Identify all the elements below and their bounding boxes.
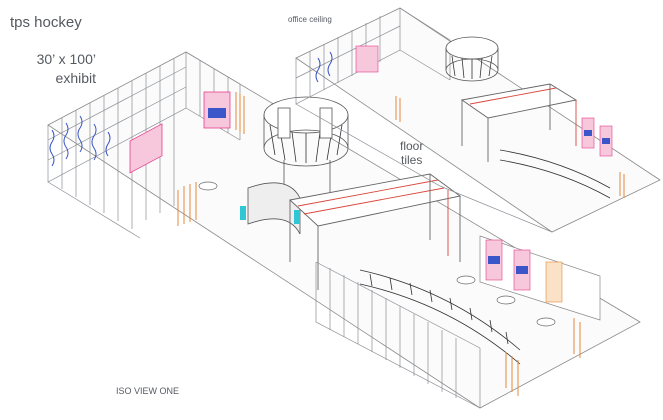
cylinder-tower xyxy=(263,96,349,198)
main-booth xyxy=(47,51,641,409)
pink-display-wall xyxy=(129,91,231,174)
floor-line-1: floor xyxy=(400,139,424,153)
secondary-curved-wall xyxy=(499,149,611,199)
size-line-2: exhibit xyxy=(55,70,96,86)
office-ceiling-label: office ceiling xyxy=(288,15,332,24)
floor-line-2: tiles xyxy=(401,153,423,167)
front-wall-grid xyxy=(315,261,481,409)
exhibit-brand-title: tps hockey xyxy=(10,14,82,31)
secondary-booth xyxy=(295,7,661,233)
orange-panels-front xyxy=(505,318,581,396)
secondary-gantry xyxy=(460,83,578,162)
secondary-blue-panels xyxy=(315,51,333,83)
floor-tiles-label: floor tiles xyxy=(400,139,423,167)
secondary-pink-display xyxy=(355,45,379,73)
size-line-1: 30’ x 100’ xyxy=(36,51,96,67)
gantry-truss xyxy=(289,173,462,290)
right-display-wall xyxy=(479,235,601,321)
secondary-orange xyxy=(395,96,625,198)
tables xyxy=(198,181,556,327)
blue-graphic-panels xyxy=(49,115,111,167)
orange-panels xyxy=(177,92,245,226)
view-name-label: ISO VIEW ONE xyxy=(116,386,180,396)
secondary-right-display xyxy=(581,117,613,157)
secondary-cylinder xyxy=(445,36,499,82)
exhibit-size-label: 30’ x 100’ exhibit xyxy=(30,50,96,88)
secondary-floor xyxy=(295,7,661,233)
main-floor xyxy=(47,51,641,409)
curved-wall xyxy=(359,269,521,365)
reception-desk xyxy=(240,182,301,235)
